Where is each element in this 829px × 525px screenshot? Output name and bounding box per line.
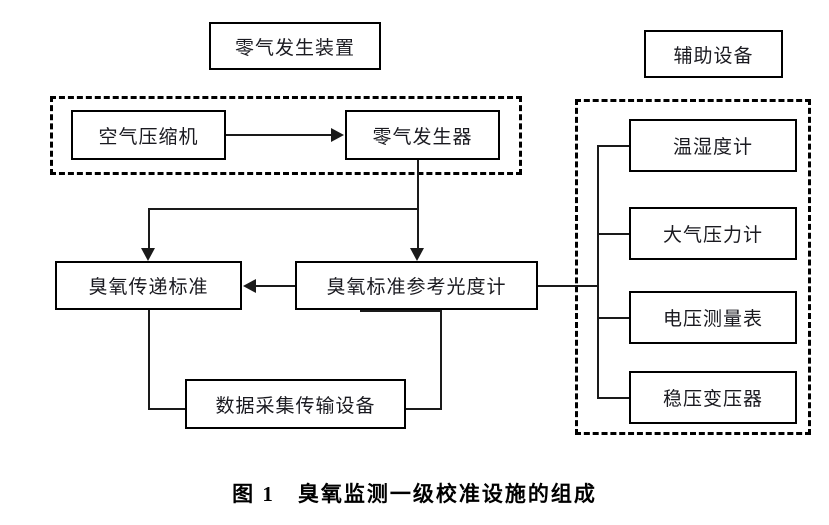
connector-photometer-to-auxiliary-bus: [537, 285, 599, 287]
group-title-auxiliary-equipment: 辅助设备: [644, 30, 783, 78]
connector-transfer-standard-down: [148, 310, 150, 408]
node-ozone-reference-photometer-label: 臭氧标准参考光度计: [326, 277, 507, 298]
node-zero-air-generator[interactable]: 零气发生器: [345, 110, 500, 160]
node-ozone-transfer-standard-label: 臭氧传递标准: [88, 277, 209, 298]
node-data-acquisition[interactable]: 数据采集传输设备: [185, 379, 406, 429]
node-voltage-regulator-label: 稳压变压器: [662, 389, 763, 410]
group-title-zero-air-device-label: 零气发生装置: [234, 37, 355, 59]
node-voltage-regulator[interactable]: 稳压变压器: [629, 371, 797, 424]
connector-generator-branch-horizontal: [148, 208, 418, 210]
connector-bus-to-barometer: [597, 233, 630, 235]
connector-photometer-down: [440, 310, 442, 408]
connector-compressor-to-generator-arrowhead: [331, 128, 344, 142]
connector-bus-to-voltmeter: [597, 317, 630, 319]
auxiliary-bus-vertical: [597, 145, 599, 398]
node-hygrothermograph-label: 温湿度计: [672, 137, 753, 158]
node-ozone-reference-photometer[interactable]: 臭氧标准参考光度计: [295, 261, 538, 310]
connector-generator-to-photometer-arrowhead: [410, 248, 424, 261]
connector-generator-down-trunk: [417, 160, 419, 250]
connector-photometer-down-stub: [360, 310, 442, 312]
connector-transfer-standard-to-data-box: [148, 408, 187, 410]
node-ozone-transfer-standard[interactable]: 臭氧传递标准: [55, 261, 242, 310]
node-air-compressor-label: 空气压缩机: [98, 126, 199, 148]
connector-bus-to-hygrothermograph: [597, 145, 630, 147]
connector-bus-to-voltage-regulator: [597, 397, 630, 399]
node-voltmeter-label: 电压测量表: [662, 309, 763, 330]
node-barometer[interactable]: 大气压力计: [629, 207, 797, 260]
node-zero-air-generator-label: 零气发生器: [372, 126, 473, 148]
group-title-zero-air-device: 零气发生装置: [209, 22, 381, 70]
connector-generator-branch-down: [148, 208, 150, 250]
group-container-auxiliary-equipment: [575, 99, 811, 435]
node-barometer-label: 大气压力计: [662, 225, 763, 246]
node-data-acquisition-label: 数据采集传输设备: [215, 395, 376, 417]
node-hygrothermograph[interactable]: 温湿度计: [629, 119, 797, 172]
connector-photometer-to-transfer-standard-arrowhead: [243, 279, 256, 293]
node-voltmeter[interactable]: 电压测量表: [629, 291, 797, 344]
figure-caption-text: 图 1 臭氧监测一级校准设施的组成: [232, 482, 597, 506]
connector-generator-to-transfer-standard-arrowhead: [141, 248, 155, 261]
group-title-auxiliary-equipment-label: 辅助设备: [673, 45, 754, 67]
figure-caption: 图 1 臭氧监测一级校准设施的组成: [0, 478, 829, 508]
connector-photometer-to-data-box: [404, 408, 442, 410]
group-container-zero-air-device: [50, 96, 522, 175]
connector-compressor-to-generator: [226, 134, 332, 136]
connector-photometer-to-transfer-standard: [255, 285, 297, 287]
node-air-compressor[interactable]: 空气压缩机: [71, 110, 226, 160]
